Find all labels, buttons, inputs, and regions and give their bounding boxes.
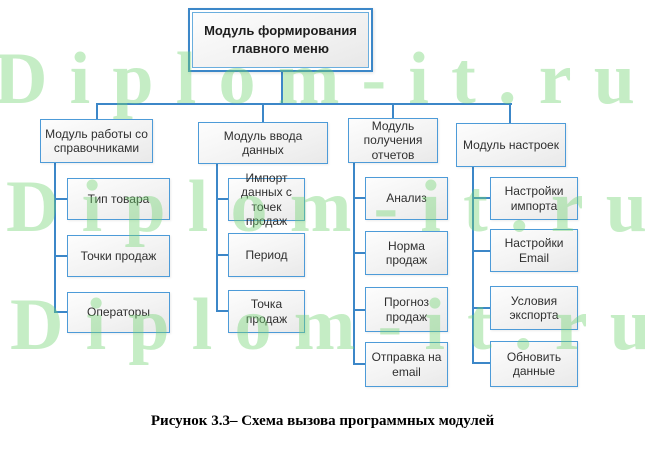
branch-1-child-2: Точки продаж — [67, 235, 170, 277]
branch-4-child-4: Обновить данные — [490, 341, 578, 387]
root-module-box: Модуль формирования главного меню — [188, 8, 373, 72]
connector-drop-branch-2 — [262, 103, 264, 122]
connector-stub-4-2 — [472, 250, 491, 252]
connector-root-riser — [281, 72, 283, 105]
connector-stub-3-4 — [353, 363, 366, 365]
connector-trunk — [96, 103, 512, 105]
connector-stub-1-2 — [54, 255, 68, 257]
connector-stub-2-1 — [216, 198, 229, 200]
branch-1-child-1: Тип товара — [67, 178, 170, 220]
connector-stub-1-1 — [54, 198, 68, 200]
connector-riser-branch-4 — [472, 167, 474, 364]
connector-stub-3-1 — [353, 197, 366, 199]
connector-drop-branch-4 — [509, 103, 511, 123]
branch-3-child-2: Норма продаж — [365, 231, 448, 275]
connector-riser-branch-3 — [353, 163, 355, 365]
root-module-label: Модуль формирования главного меню — [192, 12, 369, 68]
figure-caption: Рисунок 3.3– Схема вызова программных мо… — [150, 413, 495, 429]
connector-drop-branch-1 — [96, 103, 98, 119]
branch-1-header: Модуль работы со справочниками — [40, 119, 153, 163]
branch-2-header: Модуль ввода данных — [198, 122, 328, 164]
connector-stub-4-4 — [472, 362, 491, 364]
branch-3-child-1: Анализ — [365, 177, 448, 220]
connector-stub-3-3 — [353, 309, 366, 311]
branch-4-header: Модуль настроек — [456, 123, 566, 167]
connector-drop-branch-3 — [392, 103, 394, 118]
branch-4-child-1: Настройки импорта — [490, 177, 578, 220]
connector-stub-4-3 — [472, 307, 491, 309]
connector-stub-2-3 — [216, 310, 229, 312]
connector-stub-3-2 — [353, 252, 366, 254]
connector-riser-branch-1 — [54, 163, 56, 312]
branch-2-child-1: Импорт данных с точек продаж — [228, 171, 305, 228]
connector-stub-2-2 — [216, 254, 229, 256]
branch-1-child-3: Операторы — [67, 292, 170, 333]
branch-3-child-4: Отправка на email — [365, 342, 448, 387]
branch-3-child-3: Прогноз продаж — [365, 287, 448, 332]
connector-stub-4-1 — [472, 197, 491, 199]
branch-4-child-2: Настройки Email — [490, 229, 578, 272]
connector-riser-branch-2 — [216, 164, 218, 311]
connector-stub-1-3 — [54, 311, 68, 313]
branch-4-child-3: Условия экспорта — [490, 286, 578, 330]
branch-2-child-2: Период — [228, 233, 305, 277]
branch-2-child-3: Точка продаж — [228, 290, 305, 333]
branch-3-header: Модуль получения отчетов — [348, 118, 438, 163]
